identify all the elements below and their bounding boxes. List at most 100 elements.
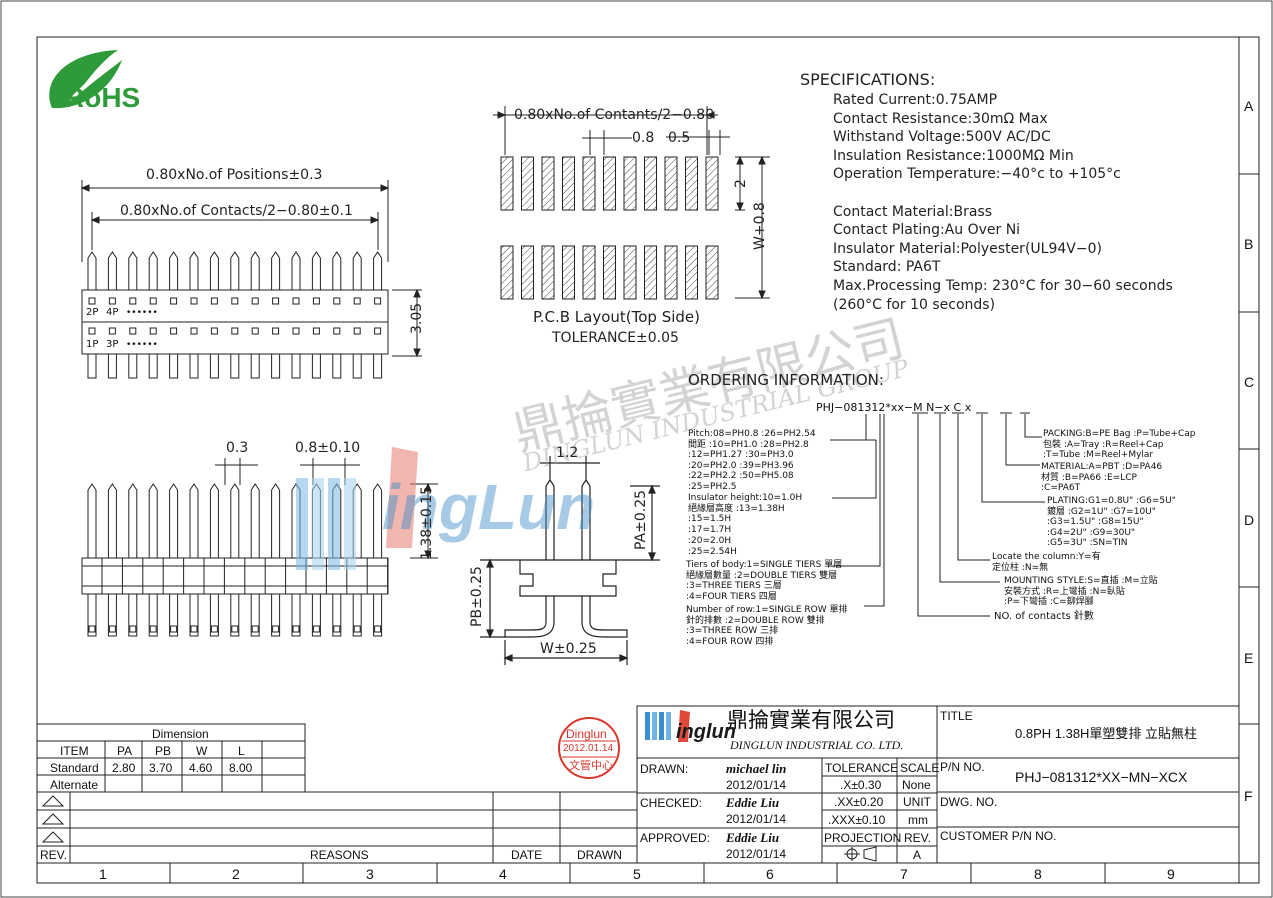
spec-line: Contact Material:Brass	[833, 203, 993, 220]
dim-header-pb: PB	[155, 744, 172, 758]
dim-contacts: 0.80xNo.of Contacts/2−0.80±0.1	[120, 203, 353, 219]
pin-top	[291, 251, 301, 290]
revision-date: DATE	[511, 848, 543, 862]
pin-top	[189, 251, 199, 290]
pin-top	[128, 251, 138, 290]
customer-pn-label: CUSTOMER P/N NO.	[940, 829, 1057, 843]
plating-option: :G5=3U" :SN=TIN	[1047, 538, 1128, 548]
scale-value: None	[902, 778, 931, 792]
pin-label-3p: 3P	[106, 339, 119, 350]
side-dim-08: 0.8±0.10	[295, 440, 361, 456]
pcb-pad	[521, 245, 534, 300]
drawn-label: DRAWN:	[640, 762, 689, 776]
projection-label: PROJECTION	[824, 831, 902, 845]
side-pin-bottom	[332, 594, 342, 637]
pcb-pad	[521, 156, 534, 211]
col-label-6: 6	[766, 866, 774, 882]
pcb-pad	[541, 156, 555, 211]
spec-line: Withstand Voltage:500V AC/DC	[833, 129, 1051, 146]
profile-dim-12: 1.2	[556, 445, 579, 461]
pcb-dim-08: 0.8	[632, 130, 655, 146]
pin-square	[333, 327, 341, 335]
profile-dim-pb: PB±0.25	[469, 566, 485, 627]
mounting-option: MOUNTING STYLE:S=直插 :M=立貼	[1004, 576, 1158, 586]
rohs-logo: RoHS	[64, 82, 141, 113]
spec-line: Operation Temperature:−40°c to +105°c	[833, 166, 1121, 183]
pin-label-2p: 2P	[86, 307, 99, 318]
row-label-a: A	[1244, 98, 1254, 114]
col-label-5: 5	[633, 866, 641, 882]
pin-bottom	[148, 354, 158, 379]
spec-line: Insulator Material:Polyester(UL94V−0)	[833, 240, 1102, 257]
side-pin-top	[87, 483, 97, 558]
pcb-pad	[603, 156, 616, 211]
col-label-4: 4	[499, 866, 507, 882]
pin-bottom	[230, 354, 240, 379]
rows-option: 針的排數 :2=DOUBLE ROW 雙排	[686, 615, 825, 626]
pcb-pad	[623, 156, 637, 211]
pitch-option: :22=PH2.2 :50=PH5.08	[688, 471, 794, 481]
drawn-name: michael lin	[726, 761, 787, 776]
row-label-f: F	[1244, 788, 1253, 804]
pcb-pad	[705, 156, 719, 211]
stamp-date: 2012.01.14	[563, 743, 614, 754]
plating-option: 鍍層 :G2=1U" :G7=10U"	[1047, 506, 1156, 517]
dwg-label: DWG. NO.	[940, 795, 998, 809]
approved-name: Eddie Liu	[726, 830, 780, 845]
pin-square	[251, 327, 259, 335]
stamp-top: Dinglun	[566, 727, 607, 741]
pcb-pad	[500, 245, 514, 300]
side-pin-bottom	[148, 594, 158, 637]
side-pin-top	[169, 483, 179, 558]
pcb-pad	[705, 245, 719, 300]
pcb-pad	[664, 156, 678, 211]
approved-date: 2012/01/14	[726, 847, 787, 861]
pin-square	[374, 327, 382, 335]
pin-bottom	[189, 354, 199, 379]
pcb-pad	[685, 245, 698, 300]
pin-square	[108, 327, 116, 335]
pin-square	[170, 297, 178, 305]
pin-top	[148, 251, 158, 290]
dimension-title: Dimension	[152, 727, 209, 741]
profile-dim-pa: PA±0.25	[633, 489, 649, 550]
height-option: Insulator height:10=1.0H	[688, 493, 803, 503]
side-dim-138: 1.38±0.15	[419, 485, 435, 560]
approved-label: APPROVED:	[640, 831, 711, 845]
side-pin-tip	[251, 625, 259, 633]
pcb-pad	[582, 156, 596, 211]
pin-square	[272, 327, 280, 335]
pcb-title: P.C.B Layout(Top Side)	[533, 308, 700, 326]
packing-option: PACKING:B=PE Bag :P=Tube+Cap	[1043, 429, 1196, 439]
ordering-heading: ORDERING INFORMATION:	[688, 371, 884, 389]
pin-bottom	[352, 354, 362, 379]
pin-label-4p: 4P	[106, 307, 119, 318]
rev-label: REV.	[904, 831, 931, 845]
company-logo-text: inglun	[676, 721, 736, 743]
side-pin-tip	[292, 625, 300, 633]
side-pin-bottom	[169, 594, 179, 637]
pin-square	[170, 327, 178, 335]
side-pin-bottom	[352, 594, 362, 637]
spec-line: Max.Processing Temp: 230°C for 30−60 sec…	[833, 278, 1173, 294]
side-pin-tip	[272, 625, 280, 633]
pcb-pad	[582, 245, 596, 300]
pin-square	[292, 297, 300, 305]
pcb-pad	[541, 245, 555, 300]
revision-rev: REV.	[40, 848, 67, 862]
ordering-contacts: NO. of contacts 針數	[994, 611, 1094, 622]
pin-bottom	[107, 354, 117, 379]
revision-drawn: DRAWN	[577, 848, 622, 862]
side-pin-top	[128, 483, 138, 558]
spec-line: Insulation Resistance:1000MΩ Min	[833, 147, 1074, 164]
locate-option: 定位柱 :N=無	[992, 562, 1049, 573]
profile-dim-w: W±0.25	[540, 641, 597, 657]
side-pin-top	[230, 483, 240, 558]
pcb-pad	[644, 156, 657, 211]
pin-square	[210, 297, 218, 305]
unit-label: UNIT	[903, 795, 931, 809]
side-pin-top	[209, 483, 219, 558]
pcb-dim-w: W+0.8	[752, 202, 768, 250]
